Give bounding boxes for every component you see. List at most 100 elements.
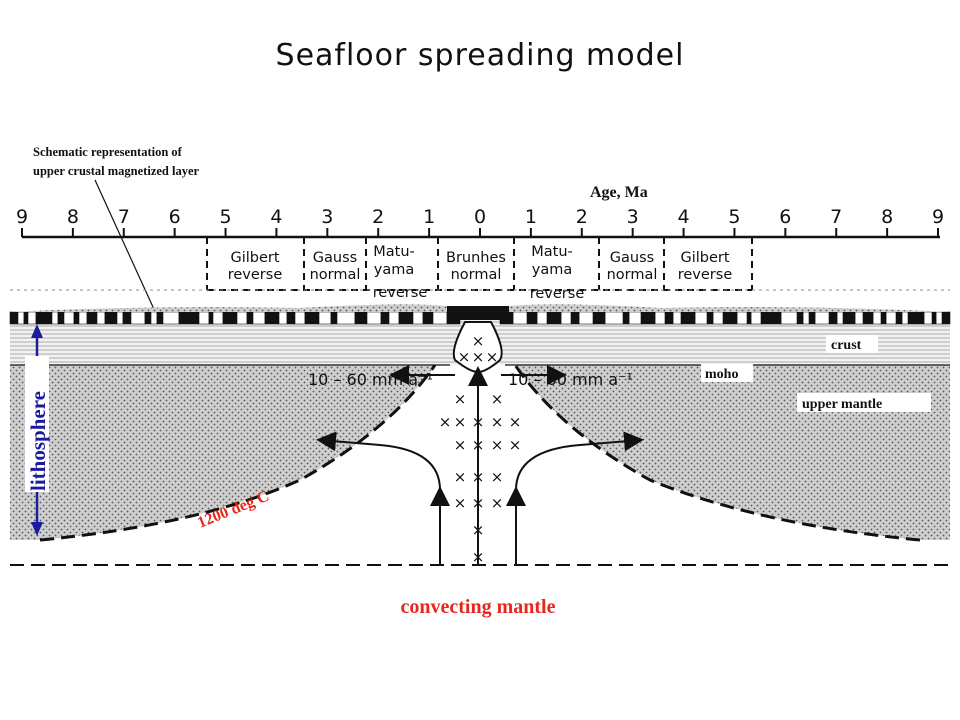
reverse-stripe <box>885 311 897 325</box>
normal-stripe <box>546 311 562 325</box>
normal-stripe <box>931 311 937 325</box>
reverse-stripe <box>252 311 266 325</box>
age-tick-label: 4 <box>678 206 690 228</box>
age-tick-label: 4 <box>270 206 282 228</box>
normal-stripe <box>796 311 804 325</box>
normal-stripe <box>828 311 838 325</box>
reverse-stripe <box>17 311 25 325</box>
lithosphere-arrow-top <box>31 324 43 338</box>
reverse-stripe <box>750 311 762 325</box>
age-tick-label: 8 <box>67 206 79 228</box>
brunhes-normal-stripe <box>447 306 509 320</box>
magnetized-layer-stripes <box>9 304 951 325</box>
reverse-stripe <box>712 311 724 325</box>
normal-stripe <box>380 311 390 325</box>
age-tick-label: 7 <box>830 206 842 228</box>
reverse-stripe <box>212 311 224 325</box>
normal-stripe <box>122 311 132 325</box>
normal-stripe <box>9 311 19 325</box>
polarity-right-gilbert-1: Gilbert <box>680 250 729 266</box>
normal-stripe <box>895 311 903 325</box>
normal-stripe <box>330 311 338 325</box>
normal-stripe <box>208 311 214 325</box>
reverse-stripe <box>412 311 424 325</box>
reverse-stripe <box>51 311 59 325</box>
normal-stripe <box>86 311 98 325</box>
age-tick-label: 9 <box>932 206 944 228</box>
normal-stripe <box>862 311 874 325</box>
polarity-right-matuyama-1: Matu- <box>531 244 573 260</box>
reverse-stripe <box>236 311 248 325</box>
normal-stripe <box>941 311 951 325</box>
svg-text:×: × <box>454 390 467 408</box>
reverse-stripe <box>854 311 864 325</box>
normal-stripe <box>808 311 816 325</box>
polarity-left-matuyama-2: yama <box>374 262 414 278</box>
reverse-stripe <box>432 311 448 325</box>
reverse-stripe <box>836 311 844 325</box>
normal-stripe <box>422 311 434 325</box>
reverse-stripe <box>872 311 882 325</box>
svg-text:×: × <box>509 413 522 431</box>
polarity-center-brunhes-1: Brunhes <box>446 250 506 266</box>
reverse-stripe <box>654 311 666 325</box>
upper-mantle-label: upper mantle <box>802 397 882 412</box>
normal-stripe <box>178 311 200 325</box>
svg-text:×: × <box>472 332 485 350</box>
reverse-stripe <box>935 311 943 325</box>
svg-text:×: × <box>454 468 467 486</box>
svg-text:×: × <box>454 436 467 454</box>
age-tick-label: 5 <box>728 206 740 228</box>
normal-stripe <box>622 311 630 325</box>
annotation-line-1: Schematic representation of <box>33 145 183 159</box>
reverse-stripe <box>27 311 37 325</box>
normal-stripe <box>842 311 856 325</box>
reverse-stripe <box>198 311 210 325</box>
polarity-left-gilbert-1: Gilbert <box>230 250 279 266</box>
normal-stripe <box>222 311 238 325</box>
normal-stripe <box>880 311 887 325</box>
polarity-left-gilbert-2: reverse <box>228 267 283 283</box>
normal-stripe <box>144 311 152 325</box>
age-tick-label: 9 <box>16 206 28 228</box>
polarity-center-brunhes-2: normal <box>451 267 502 283</box>
normal-stripe <box>23 311 29 325</box>
reverse-stripe <box>278 311 288 325</box>
age-tick-label: 3 <box>627 206 639 228</box>
normal-stripe <box>640 311 656 325</box>
reverse-stripe <box>802 311 810 325</box>
normal-stripe <box>526 311 538 325</box>
normal-stripe <box>304 311 320 325</box>
polarity-left-matuyama-1: Matu- <box>373 244 415 260</box>
reverse-stripe <box>366 311 382 325</box>
age-tick-label: 5 <box>220 206 232 228</box>
isotherm-line <box>39 364 437 542</box>
normal-stripe <box>722 311 738 325</box>
normal-stripe <box>592 311 606 325</box>
reverse-stripe <box>628 311 642 325</box>
normal-stripe <box>680 311 696 325</box>
reverse-stripe <box>578 311 594 325</box>
sediment-cover <box>10 304 950 312</box>
moho-label: moho <box>705 367 738 382</box>
polarity-right-gilbert-2: reverse <box>678 267 733 283</box>
age-tick-label: 1 <box>423 206 435 228</box>
reverse-stripe <box>736 311 748 325</box>
isotherm-line-right <box>513 364 921 542</box>
age-tick-label: 0 <box>474 206 486 228</box>
reverse-stripe <box>512 311 528 325</box>
upper-mantle-label-bg <box>797 393 931 412</box>
svg-text:×: × <box>491 468 504 486</box>
svg-text:×: × <box>439 413 452 431</box>
age-tick-label: 3 <box>321 206 333 228</box>
polarity-right-matuyama-3: reverse <box>530 286 585 302</box>
upwelling-crosses: × ××× ×× ××××× ×××× ××× ××× × × <box>439 332 522 566</box>
svg-text:×: × <box>491 494 504 512</box>
upper-mantle-lithosphere <box>10 365 435 540</box>
normal-stripe <box>35 311 53 325</box>
normal-stripe <box>398 311 414 325</box>
crust-label: crust <box>831 338 862 353</box>
normal-stripe <box>156 311 164 325</box>
